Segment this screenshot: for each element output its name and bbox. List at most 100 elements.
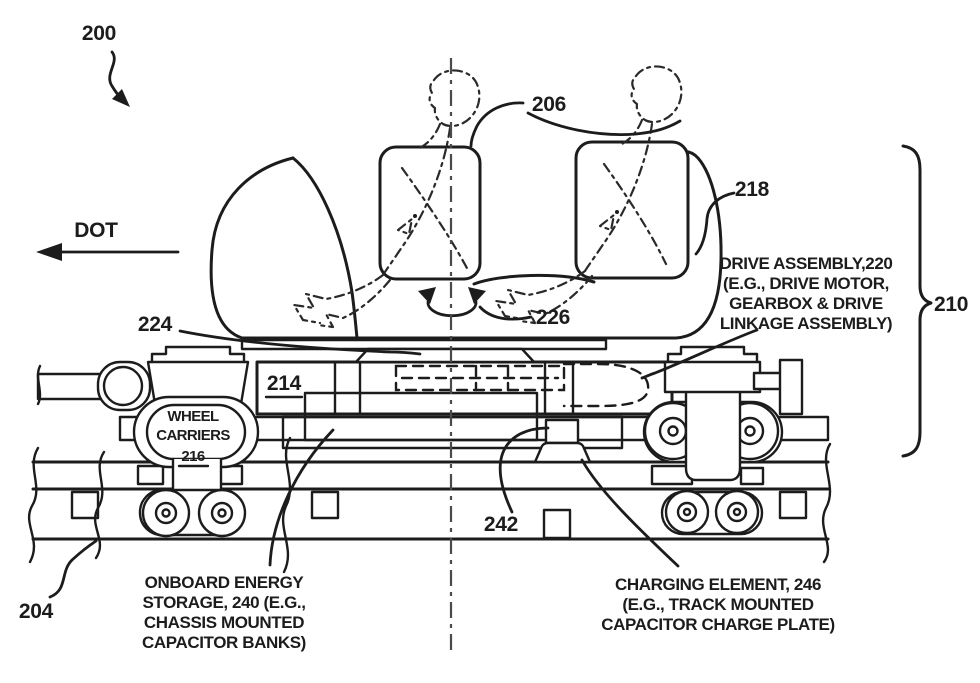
break-line [821,442,832,564]
rider-lap-line [602,162,668,266]
leader-240 [268,428,335,567]
charging-element-caption: CHARGING ELEMENT, 246 (E.G., TRACK MOUNT… [601,575,835,634]
body-scallop-middle [472,273,596,286]
guide-bracket [136,464,165,486]
label-224: 224 [138,313,173,336]
leader-200 [108,50,123,100]
body-outline [209,150,723,340]
rider-torso [583,122,654,273]
track-tie [310,490,340,520]
rider-leg [494,269,587,321]
track-tie [542,508,572,540]
break-line [281,436,292,574]
left-coupler [36,360,152,412]
rider-right [494,65,683,325]
label-210: 210 [934,293,968,316]
reference-labels: 200 DOT 206 218 210 214 224 226 242 204 … [19,22,969,652]
wheel [141,488,191,538]
rotation-arrowhead [468,287,486,304]
drive-assembly-outline [394,362,650,408]
label-242: 242 [484,513,518,536]
break-line [93,450,106,560]
leader-lines [36,50,933,599]
caption-line: (E.G., DRIVE MOTOR, [723,274,889,293]
coupler-plate [778,358,804,416]
rider-lap-line [400,166,470,272]
wheel [197,488,247,538]
seat-back-right [574,140,690,280]
rider-hand [598,213,616,232]
label-218: 218 [735,178,770,201]
leader-246 [580,458,680,568]
caption-line: (E.G., TRACK MOUNTED [622,595,813,614]
leader-224 [178,329,422,356]
track-tie [70,490,100,520]
right-wheel-carrier [642,345,804,536]
rider-neck [620,118,644,146]
break-line [27,446,40,564]
drive-assembly-caption: DRIVE ASSEMBLY,220 (E.G., DRIVE MOTOR, G… [720,254,893,333]
rider-hand [396,217,414,236]
drive-motor-blob [562,362,650,408]
label-200: 200 [82,22,116,45]
rotation-arrowhead [418,287,436,304]
body-scallop-left [291,156,359,340]
track-tie [778,490,808,520]
rider-torso [381,126,452,277]
guide-bracket [217,464,244,486]
caption-line: CHARGING ELEMENT, 246 [615,575,821,594]
wheel [664,489,710,535]
drive-assembly-box [394,364,566,392]
rider-leg [316,278,392,329]
wheel-carriers-label: CARRIERS [156,427,230,444]
leader-226 [478,305,533,321]
guide-bracket [739,466,765,486]
break-line [36,364,42,406]
leader-218 [694,191,736,256]
rider-head [630,65,683,124]
leader-206-right [526,111,682,136]
label-226: 226 [536,306,570,329]
chassis [118,360,830,464]
rider-left [292,69,481,329]
turntable-platform [240,338,608,364]
rider-leg [518,274,594,325]
dot-arrowhead [36,243,62,261]
leader-220 [640,328,759,380]
left-wheel-carrier: WHEEL CARRIERS 216 [132,345,260,538]
rider-neck [418,122,442,150]
carrier-column [684,373,742,482]
carrier-block [663,360,762,394]
seat-back-left [378,145,482,281]
wheel-carriers-label: WHEEL [167,408,219,425]
caption-line: ONBOARD ENERGY [145,573,305,592]
leader-204 [48,539,98,599]
ride-vehicle-body [209,140,723,340]
caption-line: DRIVE ASSEMBLY,220 [720,254,893,273]
caption-line: CHASSIS MOUNTED [144,613,304,632]
wheel-carriers-ref: 216 [181,448,204,465]
charging-contact-242 [544,418,580,445]
arrowhead-200 [112,89,130,107]
storage-box-outer [281,415,624,450]
rider-head [428,69,481,128]
label-dot: DOT [74,219,118,242]
charging-element-246 [533,441,592,464]
caption-line: CAPACITOR BANKS) [142,633,306,652]
carrier-cap [150,345,246,364]
coupler-pivot [102,365,144,407]
onboard-storage-caption: ONBOARD ENERGY STORAGE, 240 (E.G., CHASS… [142,573,306,652]
brace-210 [901,144,933,458]
storage-box-inner [303,391,539,442]
caption-line: STORAGE, 240 (E.G., [142,593,305,612]
leader-206-left [469,101,525,148]
wheel [714,489,760,535]
label-204: 204 [19,600,54,623]
label-214: 214 [267,372,302,395]
label-206: 206 [532,93,566,116]
caption-line: GEARBOX & DRIVE [729,294,883,313]
rider-leg [292,273,385,325]
leader-242 [498,426,550,514]
caption-line: LINKAGE ASSEMBLY) [720,314,892,333]
